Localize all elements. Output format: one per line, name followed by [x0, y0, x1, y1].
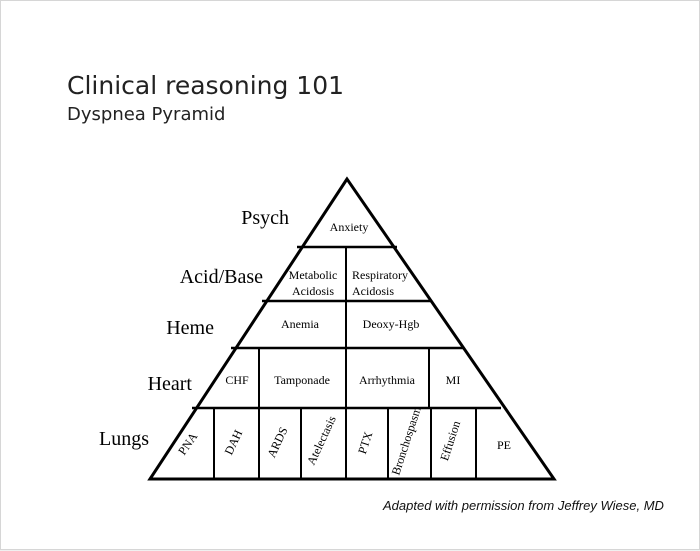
cell-mi: MI: [446, 373, 461, 387]
cell-metabolic-line1: Metabolic: [289, 268, 338, 282]
attribution-credit: Adapted with permission from Jeffrey Wie…: [383, 498, 664, 513]
level-label-heart: Heart: [148, 373, 193, 395]
cell-ptx: PTX: [355, 430, 375, 456]
cell-anemia: Anemia: [281, 317, 320, 331]
cell-metabolic-line2: Acidosis: [292, 284, 334, 298]
level-label-heme: Heme: [166, 317, 214, 339]
cell-pe: PE: [497, 438, 511, 452]
cell-arrhythmia: Arrhythmia: [359, 373, 416, 387]
slide-subtitle: Dyspnea Pyramid: [67, 104, 226, 125]
cell-respiratory-line2: Acidosis: [352, 284, 394, 298]
level-label-acid-base: Acid/Base: [180, 266, 263, 288]
level-label-psych: Psych: [241, 207, 289, 229]
cell-respiratory-line1: Respiratory: [352, 268, 408, 282]
cell-anxiety: Anxiety: [330, 220, 369, 234]
cell-dividers: [213, 247, 477, 479]
cell-deoxy-hgb: Deoxy-Hgb: [363, 317, 420, 331]
level-label-lungs: Lungs: [99, 428, 149, 450]
cell-chf: CHF: [225, 373, 249, 387]
slide-title: Clinical reasoning 101: [67, 71, 345, 100]
cell-tamponade: Tamponade: [274, 373, 330, 387]
pyramid-outline: [147, 176, 557, 481]
